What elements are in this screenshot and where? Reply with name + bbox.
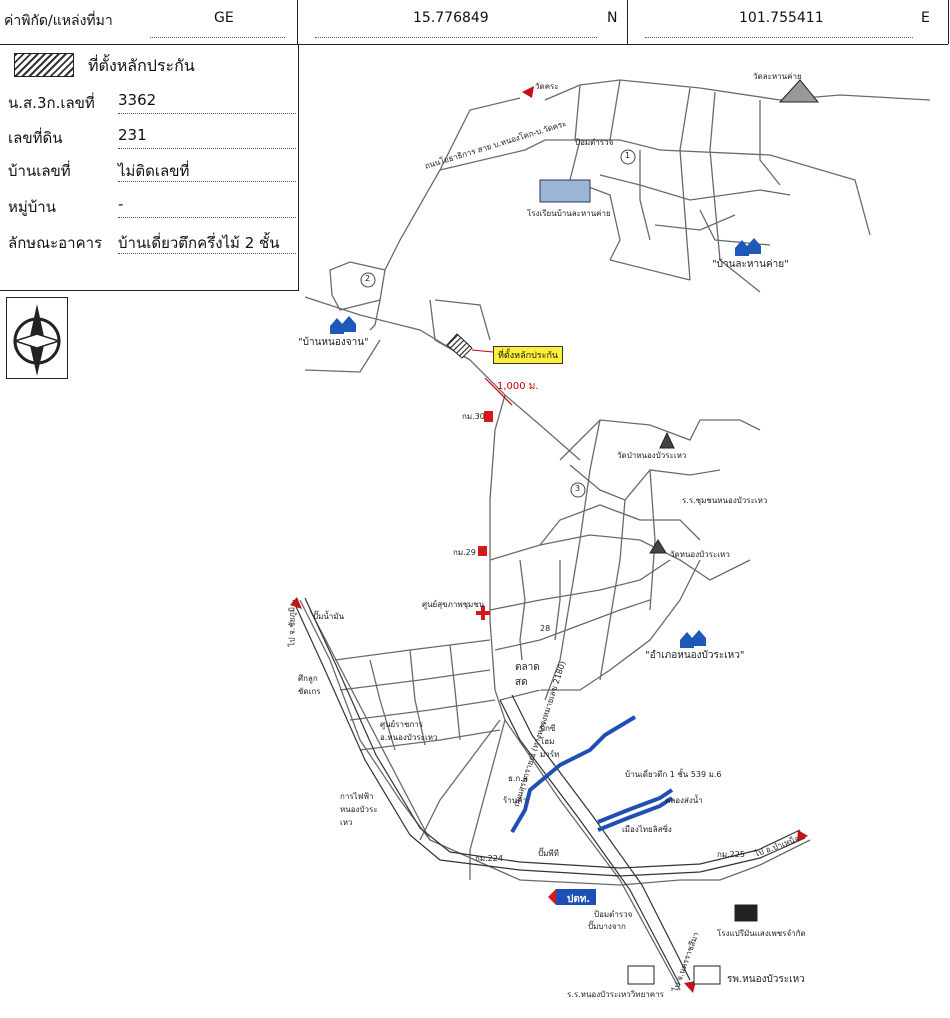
label-km224: กม.224 bbox=[475, 854, 503, 863]
label-school2: ร.ร.ชุมชนหนองบัวระเหว bbox=[682, 496, 768, 505]
source-underline bbox=[150, 37, 285, 38]
deed-key: น.ส.3ก.เลขที่ bbox=[8, 94, 95, 112]
road-number-1: 1 bbox=[625, 151, 631, 160]
longitude-value: 101.755411 bbox=[739, 10, 824, 26]
latitude-cell: 15.776849 N bbox=[299, 0, 628, 44]
collateral-legend-swatch bbox=[14, 53, 74, 77]
label-police2: ป้อมตำรวจ bbox=[594, 910, 633, 919]
distance-label: 1,000 ม. bbox=[497, 381, 539, 392]
latitude-underline bbox=[315, 37, 597, 38]
label-to-chaiyaphum: ไป จ.ชัยภูมิ bbox=[287, 606, 297, 647]
label-bangchak: ปั๊มบางจาก bbox=[588, 922, 626, 931]
label-dispatch: ศูนย์ราชการ อ.หนองบัวระเหว bbox=[380, 720, 438, 742]
label-police-box: ป้อมตำรวจ bbox=[575, 138, 614, 147]
building-key: ลักษณะอาคาร bbox=[8, 234, 103, 252]
coord-label: ค่าพิกัด/แหล่งที่มา bbox=[4, 13, 113, 29]
road-arrows bbox=[290, 86, 808, 993]
label-ban-lahan: "บ้านละหานค่าย" bbox=[712, 259, 789, 270]
label-electric: การไฟฟ้า หนองบัวระเหว bbox=[340, 792, 378, 827]
info-panel: ที่ตั้งหลักประกัน น.ส.3ก.เลขที่ 3362 เลข… bbox=[0, 45, 299, 291]
label-market: ตลาด สด bbox=[515, 660, 541, 690]
building-value: บ้านเดี่ยวตึกครึ่งไม้ 2 ชั้น bbox=[118, 234, 280, 252]
road-network bbox=[299, 79, 931, 991]
village-key: หมู่บ้าน bbox=[8, 198, 56, 216]
latitude-dir: N bbox=[607, 10, 618, 26]
deed-value: 3362 bbox=[118, 91, 157, 109]
north-arrow: N bbox=[6, 297, 68, 379]
label-gas: ปั๊มน้ำมัน bbox=[313, 612, 345, 621]
collateral-callout: ที่ตั้งหลักประกัน bbox=[493, 346, 564, 364]
label-lottery: ศึกลูก ชัดเกร bbox=[298, 674, 321, 696]
house-no-key: บ้านเลขที่ bbox=[8, 162, 71, 180]
label-wat-kra: วัดคระ bbox=[535, 82, 559, 91]
label-km29: กม.29 bbox=[453, 548, 476, 557]
label-hospital: รพ.หนองบัวระเหว bbox=[727, 974, 805, 985]
label-school3: ร.ร.หนองบัวระเหววิทยาคาร bbox=[567, 990, 664, 999]
road-number-3: 3 bbox=[575, 484, 581, 493]
label-bigc: บิ๊กซี โฮมมาร์ท bbox=[540, 724, 560, 759]
house-no-value: ไม่ติดเลขที่ bbox=[118, 162, 190, 180]
coordinate-header: ค่าพิกัด/แหล่งที่มา GE 15.776849 N 101.7… bbox=[0, 0, 949, 45]
label-district: "อำเภอหนองบัวระเหว" bbox=[645, 650, 745, 661]
collateral-legend-label: ที่ตั้งหลักประกัน bbox=[88, 56, 195, 75]
label-shops: ร้านค้า bbox=[503, 796, 528, 805]
label-health: ศูนย์สุขภาพชุมชน bbox=[422, 600, 485, 609]
label-km225: กม.225 bbox=[717, 850, 745, 859]
label-bank: ธ.ก.ส bbox=[508, 774, 528, 783]
land-no-value: 231 bbox=[118, 126, 147, 144]
map-canvas bbox=[290, 79, 931, 993]
label-drainage: บ้านเดี่ยวตึก 1 ชั้น 539 ม.6 bbox=[625, 770, 722, 779]
road-number-2: 2 bbox=[365, 274, 371, 283]
village-value: - bbox=[118, 195, 124, 213]
longitude-underline bbox=[645, 37, 913, 38]
label-wat-nong: วัดหนองบัวระเหว bbox=[670, 550, 730, 559]
village-icons bbox=[330, 238, 761, 648]
longitude-cell: 101.755411 E bbox=[629, 0, 949, 44]
label-wat-pa: วัดป่าหนองบัวระเหว bbox=[617, 451, 687, 460]
canal-line bbox=[510, 715, 674, 834]
latitude-value: 15.776849 bbox=[413, 10, 489, 26]
label-pt-pump: ปั๊มพีที bbox=[538, 849, 559, 858]
label-soi28: 28 bbox=[540, 624, 551, 633]
label-ptt: ปตท. bbox=[567, 894, 591, 905]
label-wat-lahan: วัดละหานค่าย bbox=[753, 72, 802, 81]
collateral-site-marker bbox=[446, 333, 513, 406]
ptt-logo bbox=[548, 889, 596, 905]
land-no-key: เลขที่ดิน bbox=[8, 129, 63, 147]
coord-source-cell: ค่าพิกัด/แหล่งที่มา GE bbox=[0, 0, 298, 44]
health-center-icon bbox=[476, 606, 490, 620]
longitude-dir: E bbox=[921, 10, 930, 26]
label-leasing: เมืองไทยลิสซิ่ง bbox=[622, 825, 672, 834]
label-canal: คลองส่งน้ำ bbox=[665, 796, 703, 805]
compass-icon: N bbox=[12, 304, 62, 376]
svg-text:N: N bbox=[33, 336, 41, 349]
label-factory: โรงแปรีมันแสงเพชรจำกัด bbox=[717, 929, 806, 938]
label-ban-nong-chan: "บ้านหนองจาน" bbox=[298, 337, 369, 348]
label-school: โรงเรียนบ้านละหานค่าย bbox=[527, 209, 611, 218]
label-km30: กม.30 bbox=[462, 412, 485, 421]
coord-source: GE bbox=[214, 10, 234, 26]
